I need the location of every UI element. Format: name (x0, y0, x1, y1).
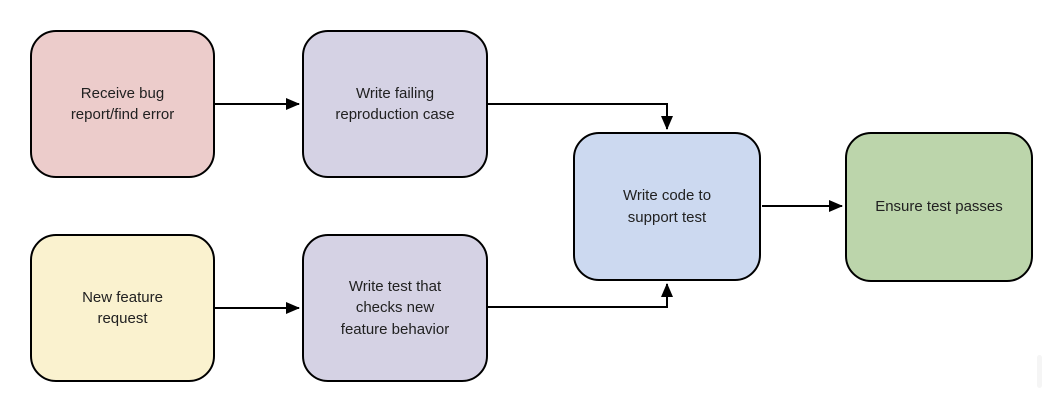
node-receive-bug-report-label: Receive bug report/find error (70, 84, 175, 123)
node-new-feature-request: New feature request (30, 234, 215, 382)
node-write-code-to-support-test: Write code to support test (573, 132, 761, 281)
arrow-write-test-to-write-code (488, 283, 673, 308)
node-write-test-checks-new-feature: Write test that checks new feature behav… (302, 234, 488, 382)
scrollbar-artifact (1037, 355, 1042, 388)
node-write-test-checks-new-feature-label: Write test that checks new feature behav… (340, 278, 450, 338)
node-ensure-test-passes: Ensure test passes (845, 132, 1033, 282)
node-write-failing-reproduction: Write failing reproduction case (302, 30, 488, 178)
node-ensure-test-passes-label: Ensure test passes (875, 198, 1003, 216)
node-new-feature-request-label: New feature request (82, 288, 163, 327)
node-receive-bug-report: Receive bug report/find error (30, 30, 215, 178)
node-write-failing-reproduction-label: Write failing reproduction case (335, 84, 455, 123)
node-write-code-to-support-test-label: Write code to support test (622, 187, 712, 226)
arrow-failing-repro-to-write-code (488, 103, 673, 130)
